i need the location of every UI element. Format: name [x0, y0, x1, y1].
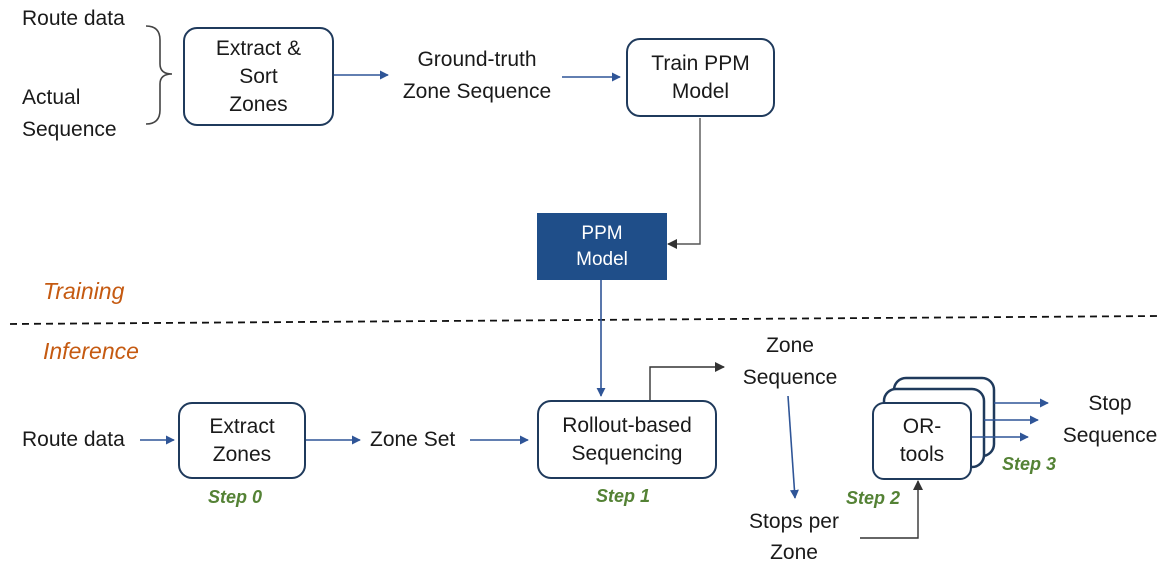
extract-sort-zones-label: Extract & Sort Zones: [215, 36, 302, 116]
stops-per-zone-label-2: Zone: [770, 541, 818, 564]
or-tools-label: OR- tools: [899, 415, 945, 466]
step-2-label: Step 2: [846, 488, 901, 508]
inference-route-data: Route data: [22, 428, 125, 451]
training-phase-label: Training: [43, 278, 125, 304]
ppm-model-box: PPM Model: [537, 213, 667, 280]
stops-per-zone-label-1: Stops per: [749, 510, 839, 533]
ground-truth-label-2: Zone Sequence: [402, 80, 552, 103]
arrow-stops-to-ortools: [860, 480, 923, 539]
rollout-sequencing-label: Rollout-based Sequencing: [562, 413, 692, 465]
input-route-data: Route data: [22, 7, 125, 30]
step-0-label: Step 0: [208, 487, 263, 507]
zone-set-label: Zone Set: [370, 428, 456, 451]
input-actual: Actual: [22, 86, 81, 109]
arrow-train-to-ppm: [667, 118, 701, 249]
rollout-sequencing-box: Rollout-based Sequencing: [537, 400, 717, 479]
arrow-rollout-to-zoneseq: [649, 362, 725, 400]
stop-sequence-label-2: Sequence: [1062, 424, 1158, 447]
extract-zones-label: Extract Zones: [209, 414, 275, 466]
ppm-model-label: PPM Model: [576, 222, 628, 270]
or-tools-box: OR- tools: [872, 402, 972, 480]
ground-truth-label-1: Ground-truth: [417, 48, 537, 71]
step-1-label: Step 1: [596, 486, 651, 506]
extract-zones-box: Extract Zones: [178, 402, 306, 479]
inference-phase-label: Inference: [43, 338, 139, 364]
input-brace: [145, 25, 173, 125]
extract-sort-zones-box: Extract & Sort Zones: [183, 27, 334, 126]
zone-sequence-label-2: Sequence: [742, 366, 838, 389]
phase-divider: [9, 315, 1161, 325]
input-sequence: Sequence: [22, 118, 117, 141]
arrow-zoneseq-to-stops: [787, 395, 799, 499]
zone-sequence-label-1: Zone: [766, 334, 814, 357]
stop-sequence-label-1: Stop: [1088, 392, 1132, 415]
train-ppm-box: Train PPM Model: [626, 38, 775, 117]
step-3-label: Step 3: [1002, 454, 1057, 474]
train-ppm-label: Train PPM Model: [651, 51, 750, 103]
